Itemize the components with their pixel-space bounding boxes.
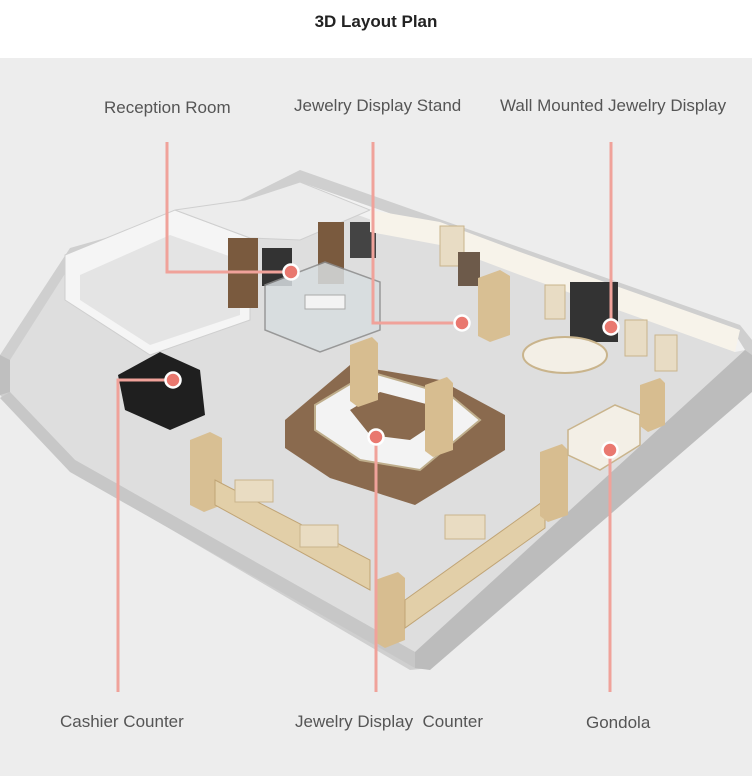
gold-column-right (540, 444, 568, 522)
wall-display-6 (654, 334, 678, 372)
wall-bottom-left (0, 392, 415, 668)
cashier-counter (118, 352, 205, 430)
label-reception-room: Reception Room (104, 98, 231, 117)
leader-reception-room (165, 142, 291, 274)
marker-display-counter (367, 428, 385, 446)
sofa-right (444, 514, 486, 540)
cabinets-front-right (404, 499, 546, 629)
gold-column-front (375, 572, 405, 648)
marker-gondola (601, 441, 619, 459)
gold-column-far-right (640, 378, 665, 432)
label-cashier-counter: Cashier Counter (60, 712, 184, 731)
markers (164, 263, 620, 459)
sofa-left-1 (234, 479, 274, 503)
label-gondola: Gondola (586, 713, 651, 732)
marker-cashier-counter (164, 371, 182, 389)
marker-wall-mounted-display (602, 318, 620, 336)
center-counter-inner (350, 392, 440, 440)
round-counter (522, 336, 608, 374)
marker-reception-room (282, 263, 300, 281)
leader-jewelry-display-stand (371, 142, 462, 325)
leader-lines (116, 142, 613, 692)
cabinet-column-left (190, 432, 222, 512)
wall-display-2 (458, 252, 480, 286)
room-inner-floor (80, 235, 240, 345)
wall-display-5 (624, 319, 648, 357)
label-jewelry-display-counter: Jewelry Display Counter (295, 712, 484, 731)
sofa-left-2 (299, 524, 339, 548)
label-wall-mounted-jewelry-display: Wall Mounted Jewelry Display (500, 96, 727, 115)
page-title: 3D Layout Plan (314, 12, 438, 31)
glass-table (304, 294, 346, 310)
gold-column-1 (350, 337, 378, 407)
wall-bottom-right (415, 350, 752, 670)
marker-jewelry-display-stand (453, 314, 471, 332)
gold-tower-back (478, 270, 510, 342)
label-jewelry-display-stand: Jewelry Display Stand (294, 96, 462, 115)
gondola-unit (567, 404, 641, 471)
wall-left-outer (0, 355, 10, 395)
wall-display-3 (544, 284, 566, 320)
leader-cashier-counter (116, 378, 173, 692)
gold-column-2 (425, 377, 453, 457)
